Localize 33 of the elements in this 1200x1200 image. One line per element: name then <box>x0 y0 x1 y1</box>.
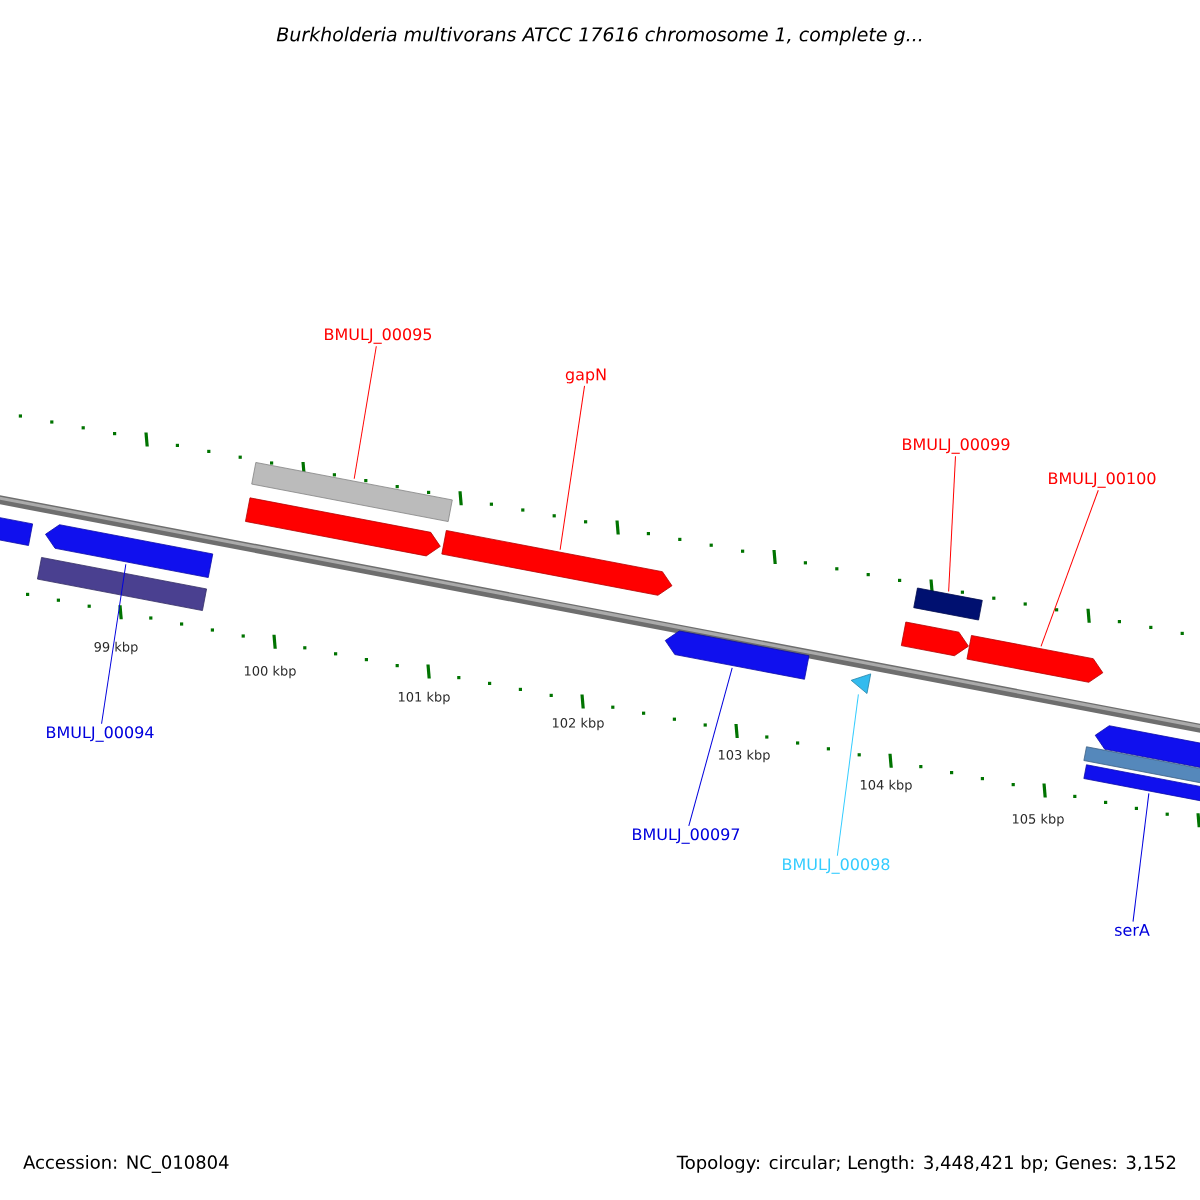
gene-label: serA <box>1115 924 1150 936</box>
leader-line <box>688 667 733 827</box>
leader-line <box>1040 489 1099 647</box>
leader-line <box>559 385 586 551</box>
gene-feature <box>441 530 673 596</box>
footer-text: Topology: circular; Length: 3,448,421 bp; Genes: 3,152 <box>676 1155 1176 1173</box>
gene-bar <box>1083 746 1200 786</box>
gene-bar <box>0 514 33 546</box>
gene-bar <box>251 462 453 522</box>
gene-label: BMULJ_00098 <box>783 858 890 874</box>
gene-bar <box>1083 764 1200 804</box>
gene-feature <box>900 621 969 657</box>
gene-label: BMULJ_00099 <box>903 438 1010 454</box>
gene-label: BMULJ_00097 <box>633 828 740 844</box>
gene-feature <box>1094 725 1200 773</box>
gene-bar <box>37 557 207 611</box>
footer-text: Accession: NC_010804 <box>23 1155 229 1173</box>
gene-feature <box>966 635 1104 683</box>
gene-label: gapN <box>565 368 606 384</box>
gene-bar <box>913 587 983 621</box>
gene-label: BMULJ_00100 <box>1049 472 1156 488</box>
leader-line <box>1132 792 1150 923</box>
leader-line <box>101 563 127 725</box>
title: Burkholderia multivorans ATCC 17616 chromosome 1, complete g... <box>276 26 922 46</box>
gene-label: BMULJ_00095 <box>325 328 432 344</box>
gene-feature <box>664 630 810 680</box>
leader-line <box>948 455 956 593</box>
gene-marker <box>850 673 872 694</box>
gene-label: BMULJ_00094 <box>47 726 154 742</box>
gene-feature <box>245 497 441 557</box>
leader-line <box>836 693 859 857</box>
leader-line <box>353 345 377 480</box>
gene-feature <box>45 524 214 578</box>
